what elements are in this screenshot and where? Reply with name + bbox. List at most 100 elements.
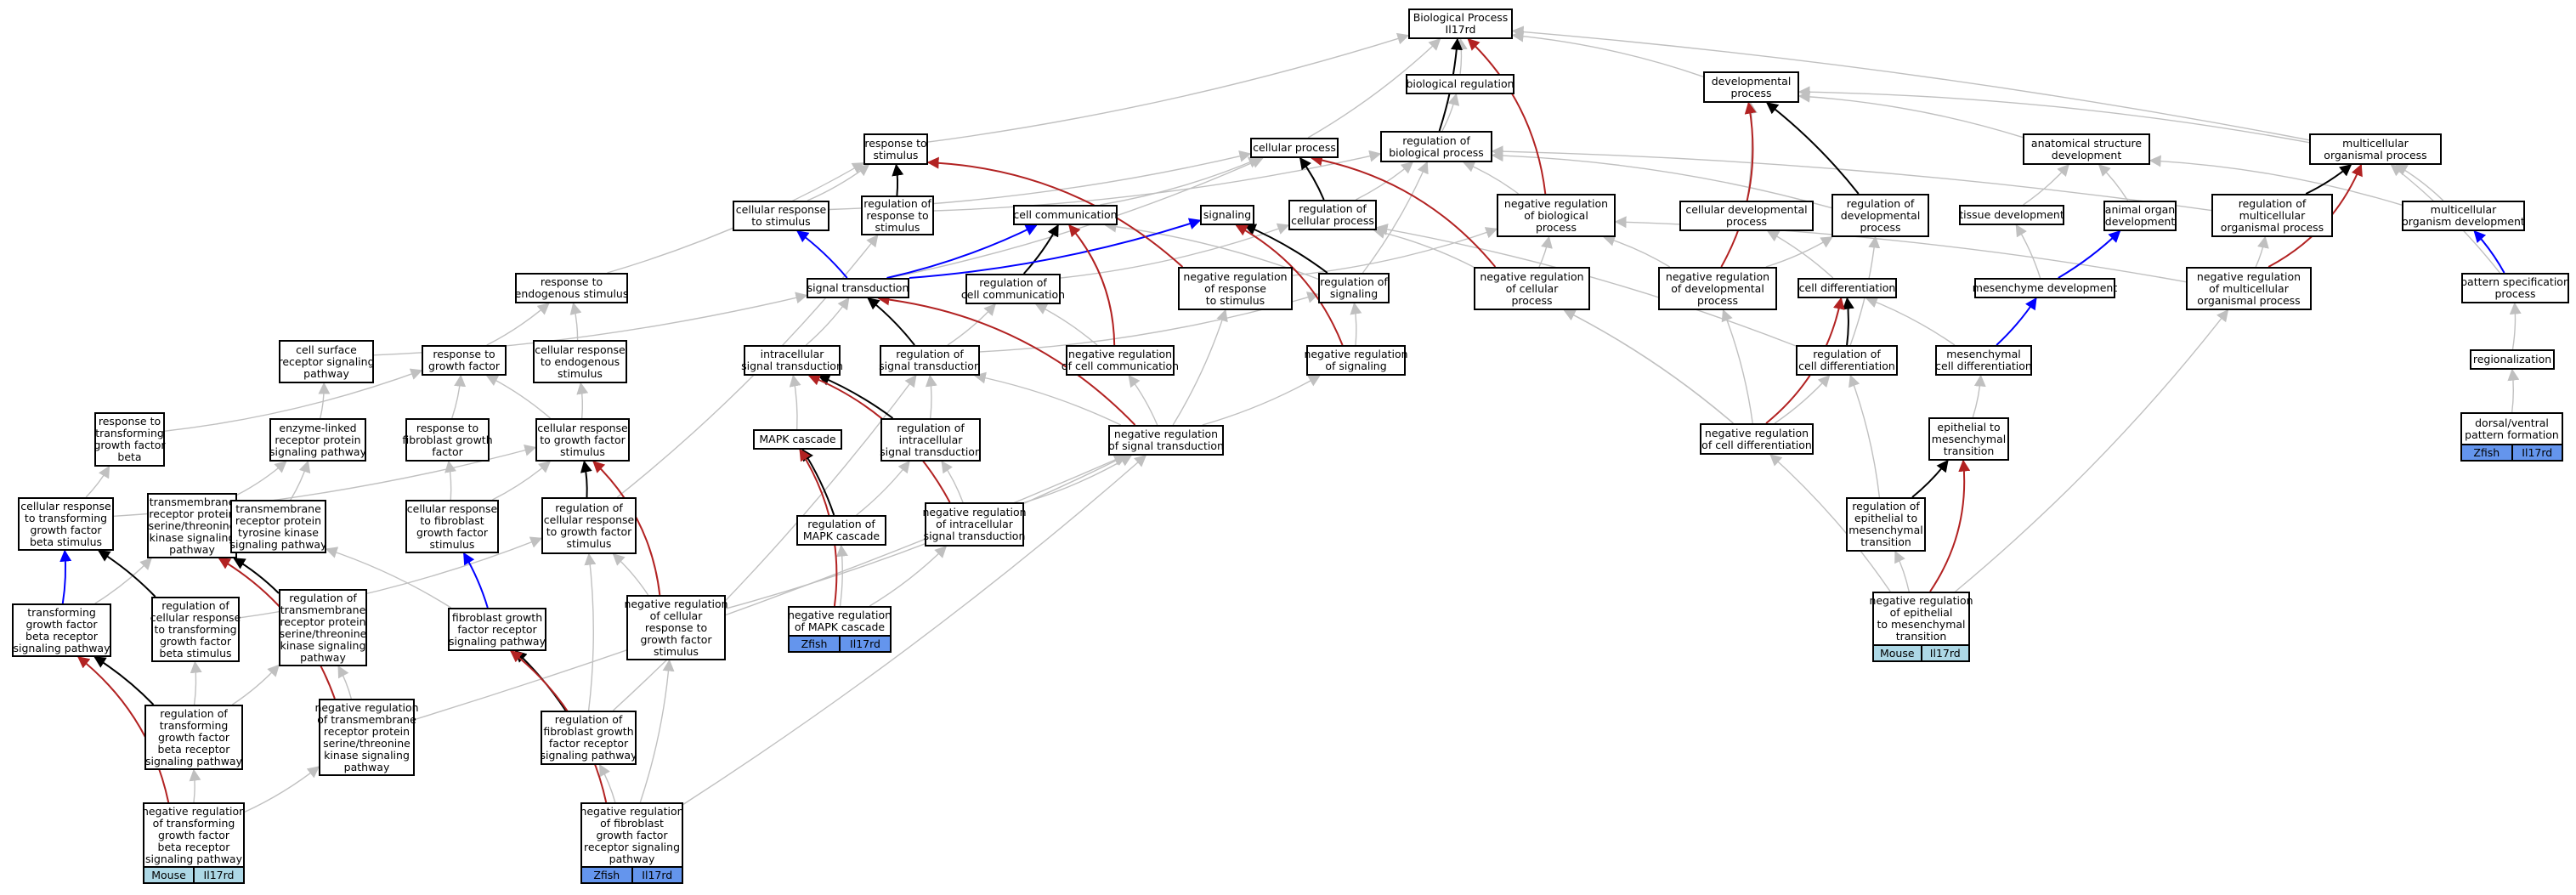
- node-label-line: regulation of: [160, 706, 228, 720]
- node-mapk[interactable]: MAPK cascade: [753, 429, 842, 450]
- node-sig[interactable]: signaling: [1200, 205, 1254, 225]
- gene-tag: Il17rd: [2512, 444, 2563, 462]
- node-label-line: growth factor: [157, 730, 230, 744]
- node-cellp[interactable]: cellular process: [1250, 138, 1339, 158]
- node-label-line: growth factor: [416, 525, 489, 539]
- node-label-line: cell differentiation: [1935, 360, 2032, 372]
- edge-negemt-is_a-negcd: [1769, 454, 1891, 592]
- node-label-line: of intracellular: [936, 518, 1013, 530]
- edge-negfgfrsp-is_a-negst: [682, 455, 1147, 805]
- node-label-line: of signal transduction: [1108, 439, 1224, 452]
- node-celldiff[interactable]: cell differentiation: [1798, 278, 1897, 298]
- node-label-line: receptor signaling: [278, 354, 375, 368]
- edge-negemt-is_a-regemt: [1894, 550, 1910, 592]
- edge-crtes-is_a-rtes: [569, 302, 582, 341]
- node-cc[interactable]: cell communication: [1013, 205, 1118, 225]
- node-label-line: development: [2051, 148, 2122, 161]
- node-label-line: factor receptor: [548, 737, 629, 750]
- node-label-line: to transforming: [24, 511, 108, 524]
- node-label-line: response to: [644, 620, 708, 634]
- node-st[interactable]: signal transduction: [807, 278, 909, 298]
- node-label-line: negative regulation: [1183, 269, 1288, 283]
- node-tissue[interactable]: tissue development: [1959, 205, 2064, 225]
- edge-ist-is_a-st: [805, 297, 850, 346]
- node-mesdev[interactable]: mesenchyme development: [1973, 278, 2117, 298]
- node-label-line: pathway: [303, 366, 349, 380]
- node-label-line: negative regulation: [1869, 594, 1973, 607]
- node-label-line: growth factor: [427, 360, 501, 372]
- gene-tag: Il17rd: [195, 866, 245, 884]
- edge-tgfbrsp-is_a-tmrpstk: [94, 558, 152, 604]
- edge-regcc-part_of-cc: [1022, 224, 1059, 275]
- node-breg[interactable]: biological regulation: [1406, 74, 1514, 94]
- edge-mescd-positively_regulates-mesdev: [1996, 297, 2037, 346]
- node-label-line: signaling pathway: [145, 852, 242, 865]
- node-label-line: MAPK cascade: [802, 530, 880, 542]
- node-regional[interactable]: regionalization: [2470, 349, 2555, 370]
- edge-negcd-is_a-negcp: [1563, 309, 1734, 424]
- node-label-line: serine/threonine: [323, 736, 410, 750]
